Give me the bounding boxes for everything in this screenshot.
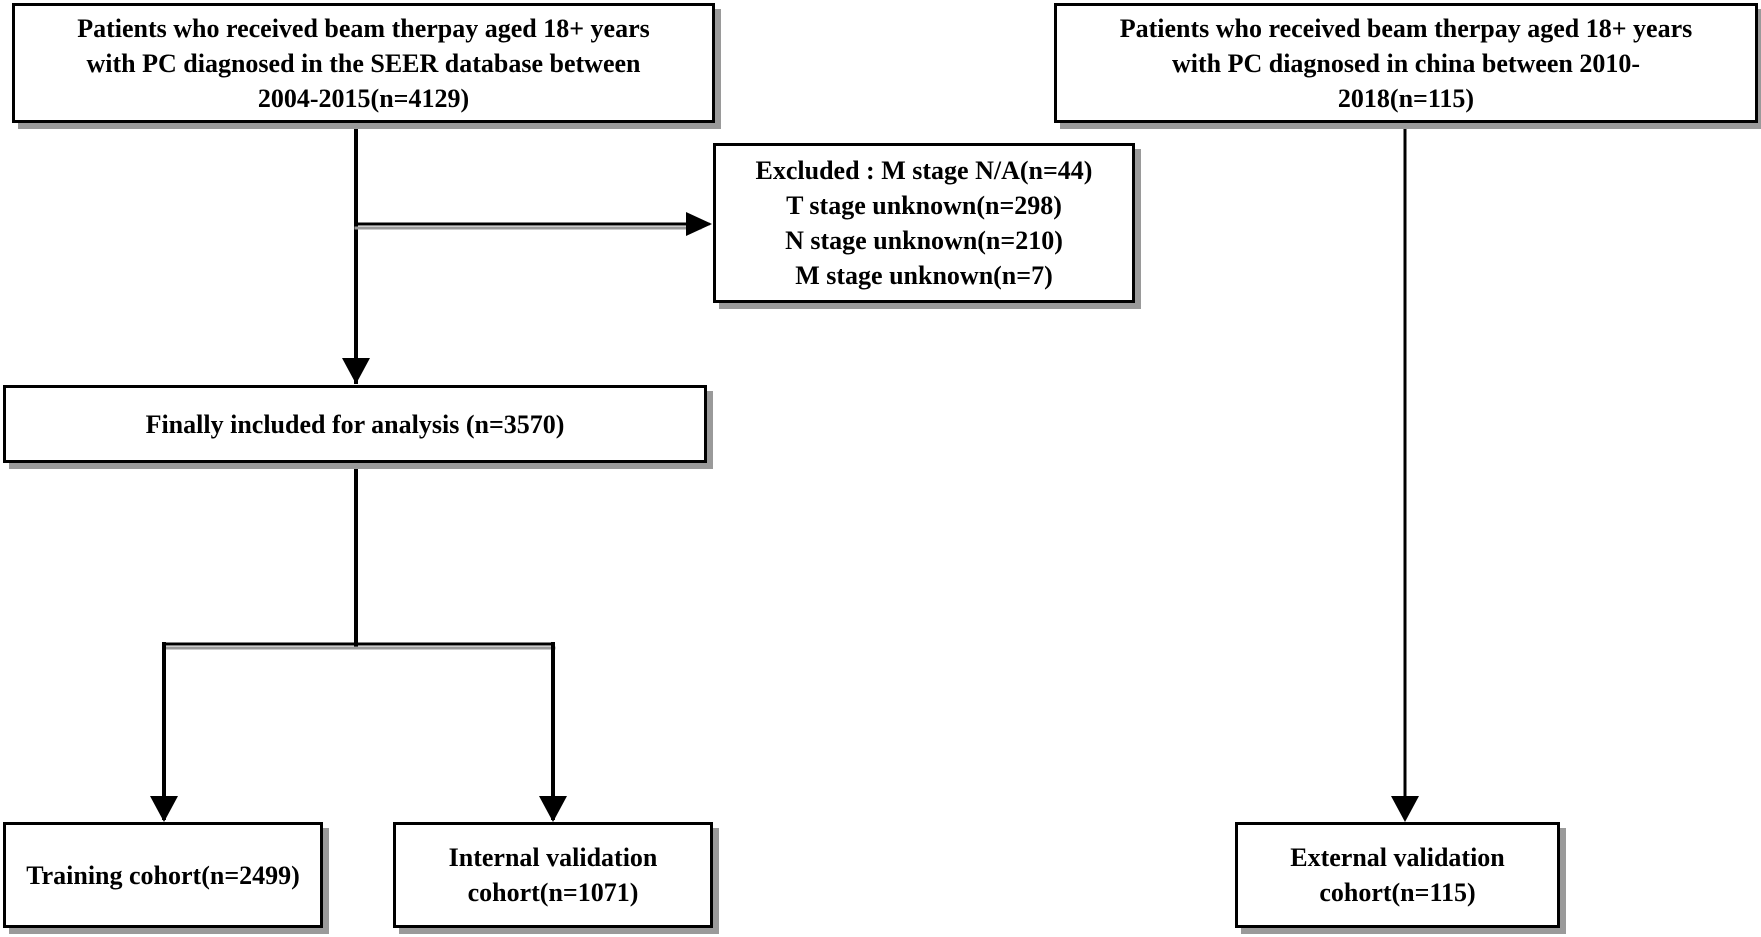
excluded-line-3: N stage unknown(n=210) [785, 226, 1063, 255]
china-cohort-box: Patients who received beam therpay aged … [1054, 3, 1758, 123]
excluded-box: Excluded : M stage N/A(n=44) T stage unk… [713, 143, 1135, 303]
arrowhead-external [1391, 796, 1419, 822]
arrowhead-excluded [686, 212, 712, 236]
internal-validation-box: Internal validation cohort(n=1071) [393, 822, 713, 928]
external-validation-line-2: cohort(n=115) [1319, 878, 1476, 907]
external-validation-box: External validation cohort(n=115) [1235, 822, 1560, 928]
seer-cohort-box: Patients who received beam therpay aged … [12, 3, 715, 123]
training-cohort-line-1: Training cohort(n=2499) [26, 860, 300, 890]
arrowhead-final [342, 358, 370, 384]
excluded-line-4: M stage unknown(n=7) [795, 261, 1053, 290]
arrowhead-training [150, 796, 178, 822]
china-cohort-line-1: Patients who received beam therpay aged … [1119, 13, 1693, 43]
china-cohort-line-2: with PC diagnosed in china between 2010- [1171, 48, 1641, 78]
china-cohort-line-3: 2018(n=115) [1337, 83, 1475, 113]
training-cohort-box: Training cohort(n=2499) [3, 822, 323, 928]
seer-cohort-line-1: Patients who received beam therpay aged … [77, 13, 650, 43]
arrowhead-internal [539, 796, 567, 822]
seer-cohort-line-3: 2004-2015(n=4129) [257, 83, 470, 113]
seer-cohort-line-2: with PC diagnosed in the SEER database b… [86, 48, 641, 78]
excluded-line-2: T stage unknown(n=298) [786, 191, 1062, 220]
final-included-line-1: Finally included for analysis (n=3570) [145, 409, 565, 439]
final-included-box: Finally included for analysis (n=3570) [3, 385, 707, 463]
excluded-line-1: Excluded : M stage N/A(n=44) [755, 156, 1093, 185]
external-validation-line-1: External validation [1290, 843, 1505, 872]
internal-validation-line-2: cohort(n=1071) [467, 878, 639, 907]
internal-validation-line-1: Internal validation [448, 843, 658, 872]
